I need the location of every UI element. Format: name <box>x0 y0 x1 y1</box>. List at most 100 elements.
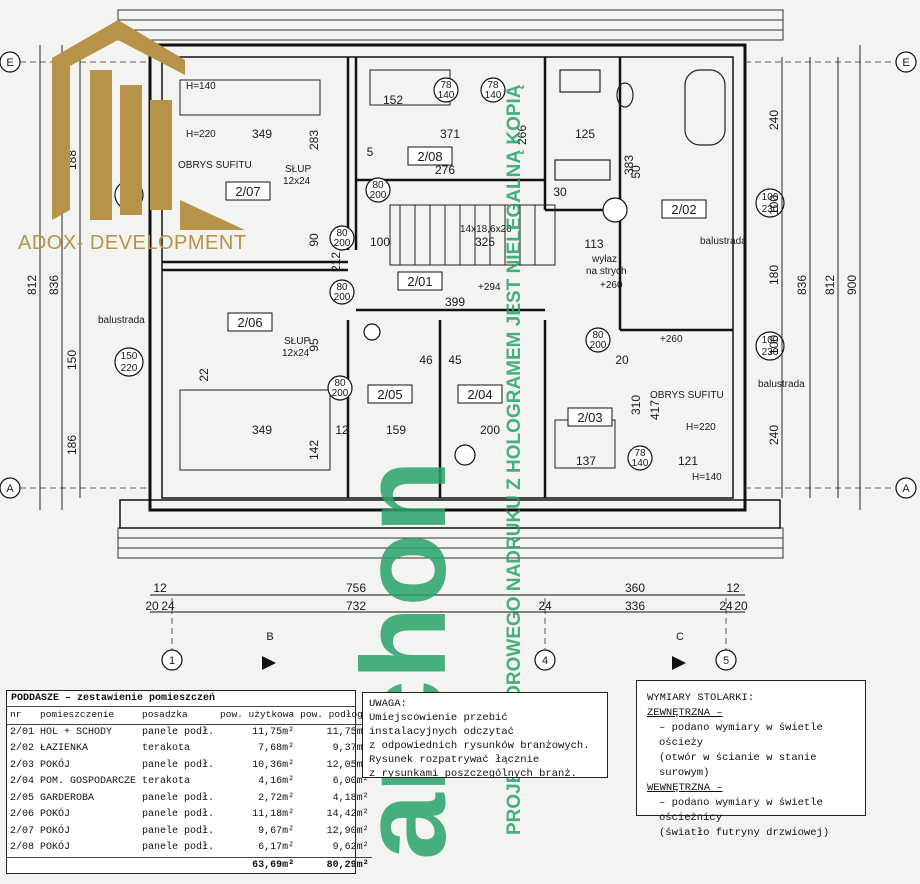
room-schedule-cell: 4,16m² <box>258 776 295 787</box>
bathroom-fixtures <box>554 69 726 181</box>
room-schedule-cell: terakota <box>142 776 191 787</box>
dim-right-100a: 100 <box>767 195 781 215</box>
watermark-logo: archon <box>337 460 471 860</box>
slup-bottom: SŁUP <box>284 336 310 347</box>
room-schedule-cell: terakota <box>142 743 191 754</box>
room-schedule-cell: panele podł. <box>142 825 215 837</box>
note-line-2: z odpowiednich rysunków branżowych. <box>369 740 590 752</box>
axis-labels: E E A A 1 4 5 B C <box>6 57 910 667</box>
door-4-h: 200 <box>370 190 387 201</box>
dim-int-417: 417 <box>648 400 662 420</box>
watermark: PROJEKT KOLOROWEGO NADRUKU Z HOLOGRAMEM … <box>337 84 525 860</box>
dim-int-20: 20 <box>615 353 629 367</box>
dim-right-240b: 240 <box>767 425 781 445</box>
dim-right-180: 180 <box>767 265 781 285</box>
room-2-04: 2/04 <box>467 387 492 402</box>
joinery-ext-line-1: – podano wymiary w świetle ościeży <box>659 722 823 749</box>
room-schedule-cell: 10,36m² <box>252 759 295 771</box>
room-schedule-cell: 11,75m² <box>252 726 295 738</box>
dim-left-150: 150 <box>65 350 79 370</box>
note-line-3: Rysunek rozpatrywać łącznie <box>369 754 540 766</box>
room-schedule-cell: 2,72m² <box>258 792 295 804</box>
level-260-a: +260 <box>600 280 623 291</box>
axis-a-left: A <box>6 483 14 495</box>
dim-b1-b: 756 <box>346 581 366 595</box>
room-2-03: 2/03 <box>577 410 602 425</box>
door-7-h: 200 <box>332 388 349 399</box>
room-schedule-cell: panele podł. <box>142 726 215 738</box>
room-schedule-cell: 2/05 <box>10 792 35 804</box>
dim-int-349a: 349 <box>252 127 272 141</box>
joinery-ext-title: ZEWNĘTRZNA – <box>647 707 723 719</box>
joinery-int-title: WEWNĘTRZNA – <box>647 782 723 794</box>
room-schedule-cell: 2/06 <box>10 809 35 820</box>
room-schedule-cell: 9,37m² <box>332 743 369 754</box>
h140-bottom: H=140 <box>692 472 722 483</box>
room-schedule-cell: 2/01 <box>10 726 35 738</box>
dim-int-283: 283 <box>307 130 321 150</box>
dim-int-125: 125 <box>575 127 595 141</box>
dim-int-12: 12 <box>335 423 349 437</box>
room-labels: 2/08 2/07 2/02 2/01 2/06 2/05 2/04 2/03 <box>225 146 707 427</box>
company-logo <box>52 20 245 230</box>
dim-right-100b: 100 <box>767 335 781 355</box>
room-schedule-cell: 9,67m² <box>258 825 295 837</box>
dim-int-142: 142 <box>307 440 321 460</box>
door-8-w: 100 <box>762 335 779 346</box>
dim-int-200: 200 <box>480 423 500 437</box>
dim-int-349b: 349 <box>252 423 272 437</box>
outer-walls <box>119 43 781 529</box>
door-5-h: 230 <box>762 204 779 215</box>
room-schedule-table: nr pomieszczenie posadzka pow. użytkowa … <box>7 707 372 874</box>
roof-edge-top <box>117 9 784 41</box>
room-schedule-cell: 2/02 <box>10 743 35 754</box>
room-schedule-cell: panele podł. <box>142 842 215 853</box>
note-line-1: Umiejscowienie przebić instalacyjnych od… <box>369 712 514 738</box>
axis-lines <box>20 61 896 650</box>
room-schedule-cell: 11,18m² <box>252 809 295 820</box>
dim-int-383: 383 <box>622 155 636 175</box>
dim-int-121: 121 <box>678 454 698 468</box>
door-8-h: 230 <box>762 347 779 358</box>
col-floor: posadzka <box>139 707 218 725</box>
dim-int-50: 50 <box>629 165 643 179</box>
room-schedule-cell: 2/07 <box>10 825 35 837</box>
room-schedule-cell: panele podł. <box>142 759 215 771</box>
h220-bottom: H=220 <box>686 422 716 433</box>
dim-right-812: 812 <box>823 275 837 295</box>
dim-b2-d: 24 <box>538 599 552 613</box>
dim-int-266: 266 <box>515 125 529 145</box>
axis-1: 1 <box>169 655 175 667</box>
room-schedule-cell: POKÓJ <box>40 809 71 820</box>
door-10-h: 140 <box>438 90 455 101</box>
dim-b2-c: 732 <box>346 599 366 613</box>
col-area: pow. podłogi <box>297 707 372 725</box>
dim-b1-a: 12 <box>153 581 167 595</box>
axis-e-left: E <box>6 57 13 69</box>
room-schedule-cell: 12,05m² <box>326 759 369 771</box>
dim-b2-e: 336 <box>625 599 645 613</box>
col-usable: pow. użytkowa <box>217 707 298 725</box>
joinery-int-line-2: (światło futryny drzwiowej) <box>659 827 830 839</box>
dim-left-186: 186 <box>65 435 79 455</box>
room-schedule-cell: 4,18m² <box>332 792 369 804</box>
room-schedule-cell: 7,68m² <box>258 743 295 754</box>
dim-int-45a: 45 <box>448 353 462 367</box>
balustrada-right-top: balustrada <box>700 236 747 247</box>
room-schedule-cell: 6,17m² <box>258 842 295 853</box>
dim-int-46: 46 <box>419 353 433 367</box>
room-schedule-cell: 2/08 <box>10 842 35 853</box>
slup-top: SŁUP <box>285 164 311 175</box>
dim-int-137: 137 <box>576 454 596 468</box>
room-schedule-cell: 2/04 <box>10 776 35 787</box>
room-schedule-cell: 2/03 <box>10 759 35 771</box>
room-schedule-cell: POKÓJ <box>40 842 71 853</box>
dim-int-276: 276 <box>435 163 455 177</box>
col-room: pomieszczenie <box>37 707 140 725</box>
total-floor: 80,29m² <box>297 856 372 874</box>
axis-a-right: A <box>902 483 910 495</box>
door-2-h: 200 <box>334 238 351 249</box>
